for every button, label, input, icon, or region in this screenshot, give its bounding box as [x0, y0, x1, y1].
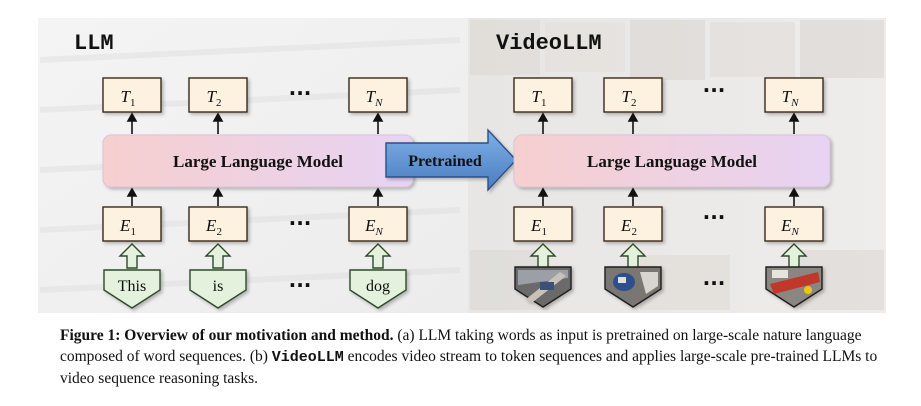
svg-text:E1: E1 [530, 216, 547, 238]
left-embedding-token-n: EN [348, 206, 408, 242]
pretrained-arrow [385, 128, 517, 192]
right-embedding-token-1: E1 [513, 206, 573, 242]
svg-text:E2: E2 [620, 216, 637, 238]
right-embedding-token-n: EN [764, 206, 824, 242]
left-up-arrows-top [126, 112, 384, 134]
left-embedding-token-2: E2 [188, 206, 248, 242]
left-embedding-ellipsis: ··· [289, 211, 312, 235]
left-word-token-2: is [189, 269, 247, 309]
left-output-token-1: T1 [102, 77, 162, 113]
left-word-token-1: This [103, 269, 161, 309]
svg-text:E1: E1 [119, 216, 136, 238]
svg-text:T1: T1 [121, 87, 136, 109]
right-panel-title: VideoLLM [496, 31, 602, 56]
video-frame-ellipsis: ··· [703, 271, 726, 295]
figure-caption: Figure 1: Overview of our motivation and… [60, 325, 880, 389]
right-embedding-ellipsis: ··· [703, 205, 726, 229]
right-up-arrows-bottom [537, 187, 800, 206]
svg-text:TN: TN [366, 87, 383, 109]
svg-text:is: is [213, 278, 224, 295]
right-up-arrows-top [537, 112, 800, 134]
svg-text:EN: EN [364, 216, 383, 238]
caption-part-b: encodes video stream to token sequences … [60, 348, 878, 387]
left-word-ellipsis: ··· [289, 273, 312, 297]
right-output-token-2: T2 [603, 77, 663, 113]
caption-label: Figure 1: Overview of our motivation and… [60, 327, 394, 344]
right-embedding-token-2: E2 [603, 206, 663, 242]
left-output-ellipsis: ··· [289, 81, 312, 105]
svg-text:dog: dog [366, 278, 390, 295]
right-output-token-1: T1 [513, 77, 573, 113]
svg-text:This: This [118, 278, 146, 295]
pretrained-label: Pretrained [408, 153, 482, 170]
right-llm-label: Large Language Model [587, 152, 757, 171]
video-frame-1 [514, 266, 572, 308]
video-frame-3 [765, 266, 823, 308]
svg-text:T2: T2 [622, 87, 637, 109]
right-output-ellipsis: ··· [703, 78, 726, 102]
right-output-token-n: TN [764, 77, 824, 113]
left-hollow-arrows [118, 243, 392, 269]
svg-text:E2: E2 [205, 216, 222, 238]
left-embedding-token-1: E1 [102, 206, 162, 242]
right-llm-block [513, 134, 831, 188]
left-word-token-3: dog [349, 269, 407, 309]
caption-model-name: VideoLLM [271, 349, 344, 366]
caption-part-a: (a) LLM taking words as input is pretrai… [60, 327, 862, 365]
left-output-token-2: T2 [188, 77, 248, 113]
video-frame-2 [604, 266, 662, 308]
left-panel-title: LLM [74, 31, 114, 56]
left-up-arrows-bottom [126, 187, 384, 206]
svg-text:T2: T2 [207, 87, 222, 109]
svg-text:EN: EN [780, 216, 799, 238]
svg-text:TN: TN [782, 87, 799, 109]
right-hollow-arrows [529, 243, 808, 269]
left-llm-label: Large Language Model [173, 152, 343, 171]
svg-text:T1: T1 [532, 87, 547, 109]
left-output-token-n: TN [348, 77, 408, 113]
